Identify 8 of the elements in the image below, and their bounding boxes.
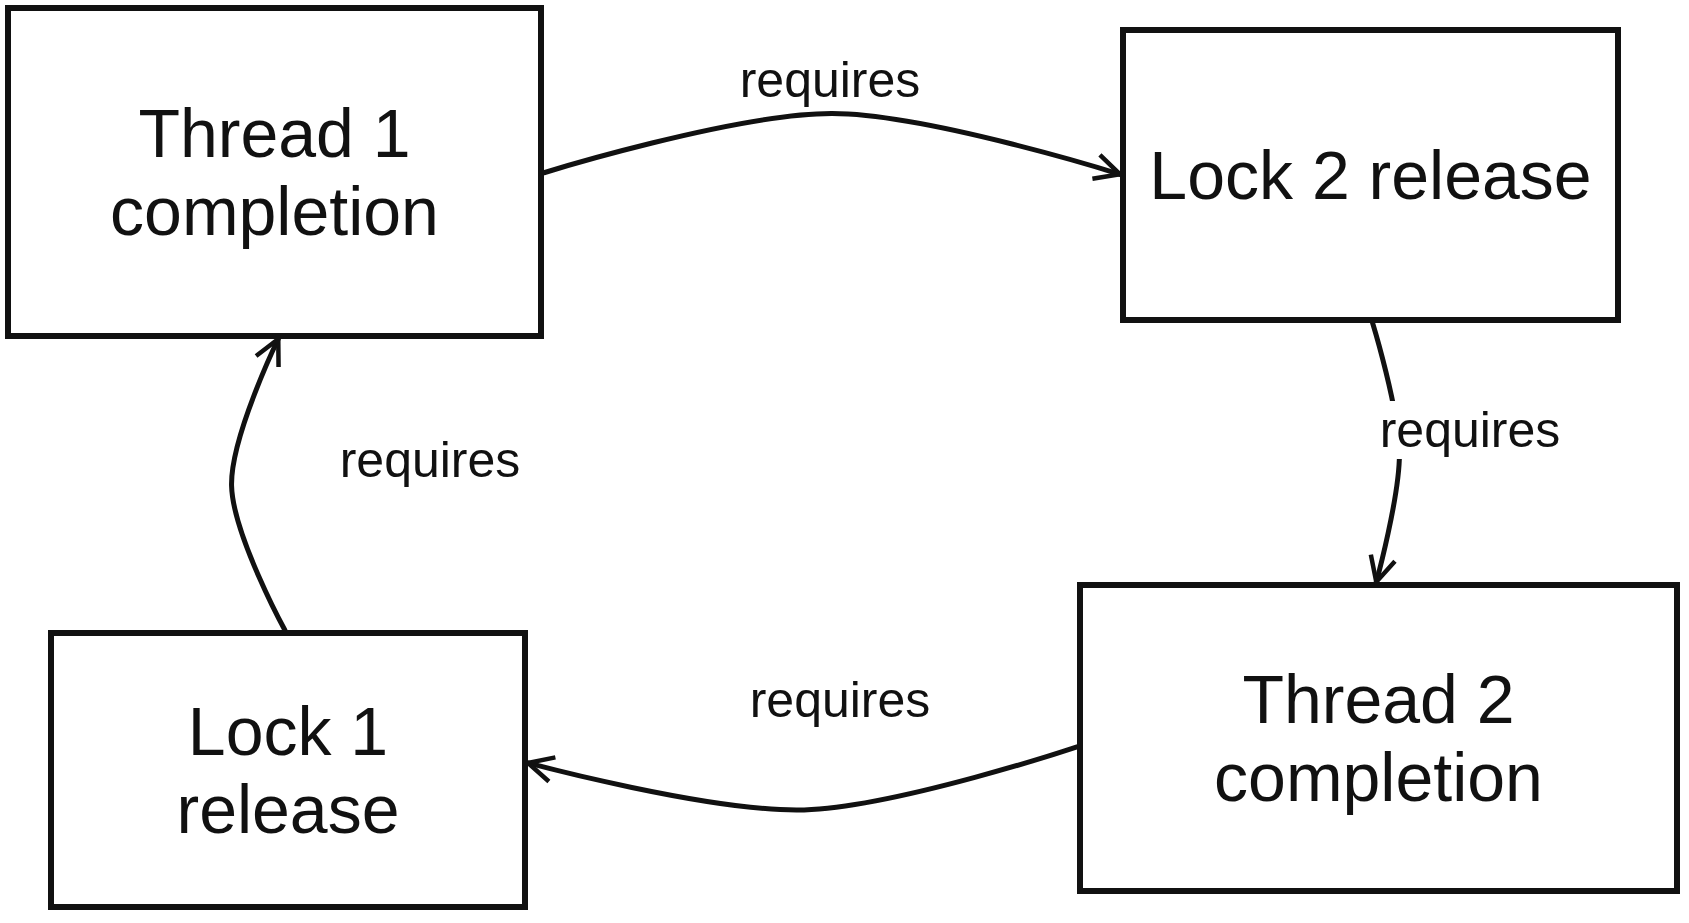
process-box xyxy=(5,5,544,339)
node-label: Lock 2 release xyxy=(1148,135,1593,215)
process-box xyxy=(1120,27,1621,323)
node-label: Thread 2 completion xyxy=(1213,659,1544,817)
process-box xyxy=(48,630,528,910)
node-label: Thread 1 completion xyxy=(109,93,440,251)
node-label: Lock 1 release xyxy=(175,691,401,849)
process-box xyxy=(1077,582,1680,894)
